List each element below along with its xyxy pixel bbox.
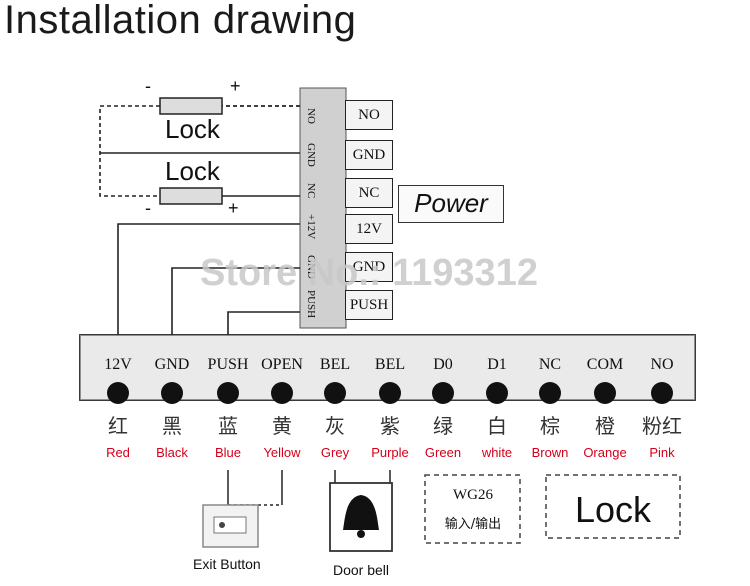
strip-label-d1: D1 — [487, 356, 507, 373]
en-label-green: Green — [424, 445, 462, 460]
cn-label-blue: 蓝 — [218, 414, 238, 438]
board-label-12v: +12V — [305, 214, 317, 240]
lock-body-1 — [159, 97, 223, 115]
left-panel — [32, 80, 97, 220]
strip-label-no: NO — [650, 356, 674, 373]
page-title: Installation drawing — [4, 0, 357, 42]
terminal-12v: 12V — [345, 214, 393, 244]
cn-label-brown: 棕 — [540, 414, 560, 438]
lock2-label: Lock — [165, 156, 220, 186]
terminal-push: PUSH — [345, 290, 393, 320]
bottom-lock-label: Lock — [574, 489, 652, 530]
strip-label-d0: D0 — [433, 356, 453, 373]
exit-button-wires — [227, 470, 283, 506]
board-label-gnd: GND — [305, 143, 317, 167]
cn-label-green: 绿 — [433, 414, 453, 438]
cn-label-pink: 粉红 — [642, 414, 682, 438]
cn-label-grey: 灰 — [325, 414, 345, 438]
bell-icon — [343, 495, 379, 530]
wg26-box — [424, 474, 521, 544]
en-label-orange: Orange — [583, 445, 627, 460]
terminal-dots — [107, 382, 673, 404]
en-label-brown: Brown — [531, 445, 569, 460]
strip-label-push: PUSH — [207, 356, 249, 373]
terminal-nc: NC — [345, 178, 393, 208]
en-label-white: white — [481, 445, 513, 460]
board-label-push: PUSH — [305, 290, 317, 319]
store-watermark: Store No.: 1193312 — [200, 252, 538, 294]
board-label-no: NO — [305, 108, 317, 124]
cn-label-orange: 橙 — [595, 414, 615, 438]
strip-label-12v: 12V — [104, 356, 132, 373]
power-label: Power — [398, 185, 504, 223]
strip-label-com: COM — [586, 356, 624, 373]
terminal-gnd-2: GND — [345, 252, 393, 282]
board-label-gnd-2: GND — [305, 255, 317, 279]
strip-label-gnd: GND — [154, 356, 190, 373]
cn-label-purple: 紫 — [380, 414, 400, 438]
terminal-gnd: GND — [345, 140, 393, 170]
terminal-no: NO — [345, 100, 393, 130]
en-label-grey: Grey — [320, 445, 350, 460]
lock1-label: Lock — [165, 114, 220, 144]
cn-label-red: 红 — [108, 414, 128, 438]
cn-label-black: 黑 — [162, 414, 182, 438]
exit-button-caption: Exit Button — [193, 556, 261, 572]
en-label-pink: Pink — [649, 445, 675, 460]
lock1-plus: + — [230, 76, 241, 96]
wg26-title: WG26 — [453, 487, 493, 503]
board-label-nc: NC — [305, 183, 317, 199]
en-label-purple: Purple — [371, 445, 409, 460]
strip-label-bel-2: BEL — [374, 356, 406, 373]
lock1-minus: - — [145, 76, 151, 96]
en-label-black: Black — [156, 445, 188, 460]
lock-body-2 — [159, 187, 223, 205]
en-label-blue: Blue — [214, 445, 242, 460]
bottom-lock-box — [545, 474, 681, 539]
cn-label-white: 白 — [487, 414, 507, 438]
strip-label-bel-1: BEL — [319, 356, 351, 373]
wg26-subtitle: 输入/输出 — [444, 517, 502, 532]
upper-board — [299, 87, 347, 329]
door-bell-caption: Door bell — [333, 562, 390, 578]
lock2-plus: + — [228, 198, 239, 218]
en-label-red: Red — [106, 445, 130, 460]
lock2-minus: - — [145, 198, 151, 218]
strip-label-nc: NC — [538, 356, 562, 373]
en-label-yellow: Yellow — [263, 445, 301, 460]
strip-label-open: OPEN — [261, 356, 303, 373]
cn-label-yellow: 黄 — [272, 414, 292, 438]
